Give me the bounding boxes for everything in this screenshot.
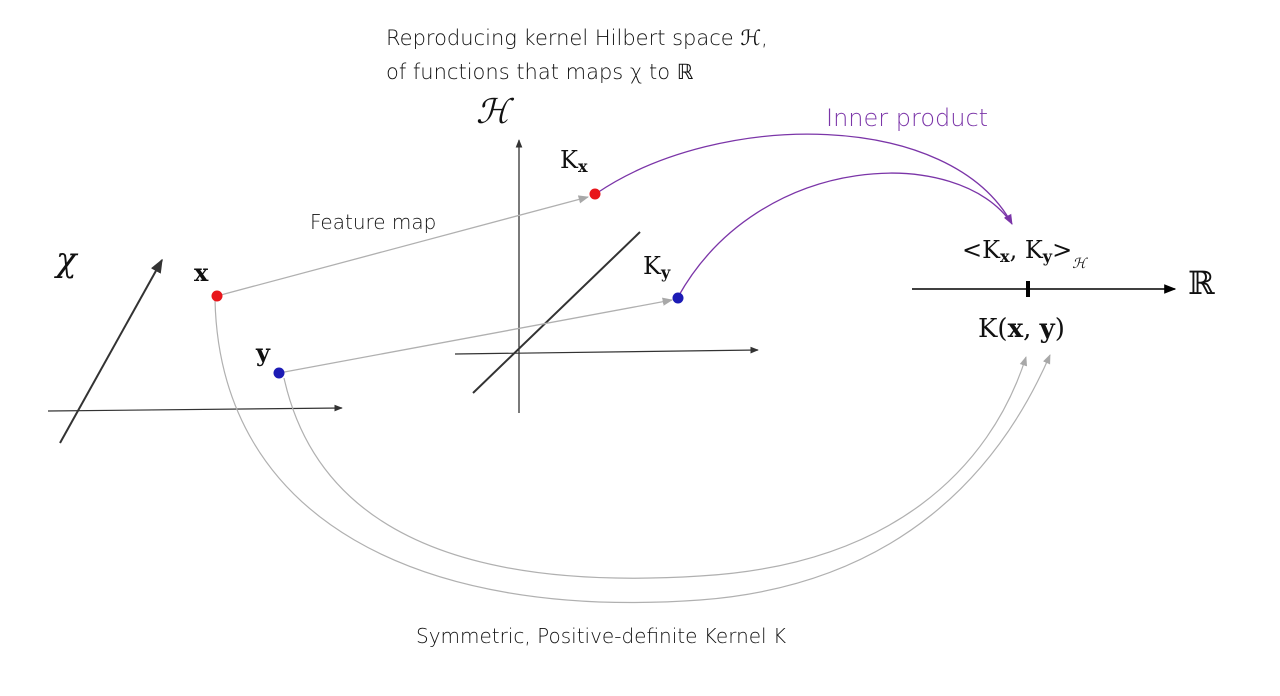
inner-product-arc-kx <box>596 133 1013 225</box>
kernel-map-y-label: Ky <box>643 252 671 282</box>
h-axis-horizontal <box>454 346 759 355</box>
h-axis-diagonal <box>472 231 641 394</box>
hilbert-space-label: ℋ <box>476 92 510 132</box>
chi-axis-diagonal <box>59 258 163 444</box>
point-x-dot <box>211 290 223 302</box>
feature-map-arrow-y <box>278 297 674 374</box>
point-y-label: y <box>256 338 270 367</box>
point-x-label: x <box>194 258 209 287</box>
kernel-curve-from-x <box>214 299 1051 604</box>
feature-map-arrow-x <box>216 195 590 297</box>
kernel-map-x-label: Kx <box>560 146 588 176</box>
kernel-curve-from-y <box>283 356 1028 579</box>
inner-product-arc-ky <box>677 172 1013 298</box>
inner-product-label: Inner product <box>826 104 989 132</box>
point-ky-dot <box>672 292 684 304</box>
inner-product-expression: <Kx, Ky>ℋ <box>962 236 1087 272</box>
point-y-dot <box>273 367 285 379</box>
kernel-caption: Symmetric, Positive-definite Kernel K <box>416 624 787 648</box>
rkhs-caption-line2: of functions that maps χ to ℝ <box>386 60 694 84</box>
kernel-value-label: K(x, y) <box>978 314 1065 344</box>
input-space-label: χ <box>56 240 77 280</box>
rkhs-caption-line1: Reproducing kernel Hilbert space ℋ, <box>386 26 768 50</box>
point-kx-dot <box>589 188 601 200</box>
chi-axis-horizontal <box>47 404 343 412</box>
reals-label: ℝ <box>1188 264 1215 302</box>
feature-map-label: Feature map <box>310 210 437 234</box>
